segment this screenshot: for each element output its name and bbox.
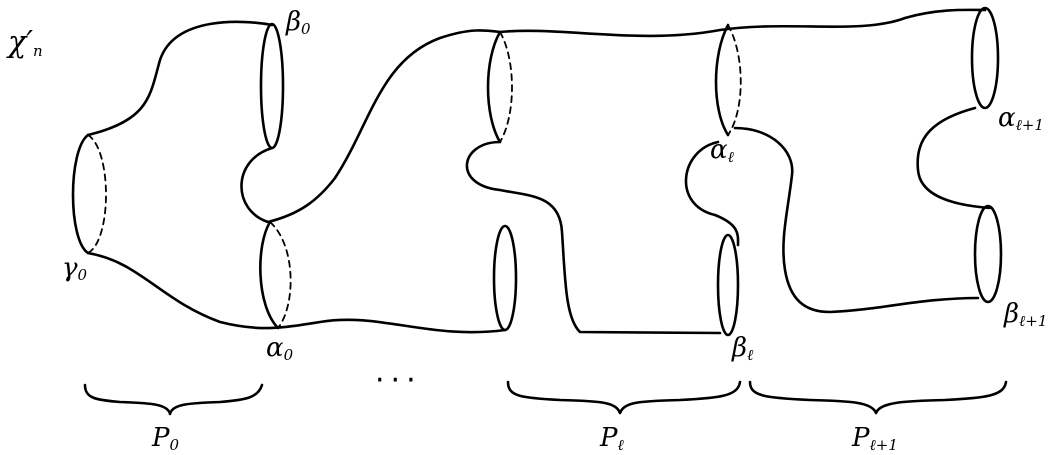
beta0-label: β0	[285, 7, 311, 38]
beta-l1-curve	[975, 206, 1001, 302]
pl-label: Pℓ	[599, 423, 624, 454]
pl-top-curve-front	[488, 32, 500, 142]
alpha0-curve-back	[270, 222, 291, 328]
pl1-right-bay	[918, 108, 990, 208]
pl-lobe-left	[467, 142, 720, 333]
pl-bottom-curve	[494, 226, 516, 330]
p0-waist	[241, 148, 335, 222]
gamma0-curve-front	[73, 135, 88, 253]
alpha0-label: α0	[266, 333, 294, 364]
pl1-brace	[750, 382, 1006, 413]
beta0-curve	[261, 24, 283, 148]
long-upper-boundary	[335, 10, 985, 178]
pl1-label: Pℓ+1	[851, 423, 898, 454]
pl-top-curve-back	[500, 32, 512, 142]
gamma0-curve-back	[88, 135, 106, 253]
boundary-curves	[73, 8, 1001, 335]
beta-l-curve	[718, 235, 738, 335]
pl-brace	[508, 382, 740, 413]
alpha-l1-curve	[972, 8, 998, 108]
gamma0-label: γ0	[62, 253, 88, 284]
surface-label: χ′n	[6, 25, 43, 60]
beta-l1-label: βℓ+1	[1003, 299, 1047, 330]
p0-label: P0	[151, 423, 180, 454]
ellipsis: ···	[375, 363, 422, 398]
alpha-l-curve-front	[716, 25, 728, 135]
beta-l-label: βℓ	[731, 333, 753, 364]
pl1-lobe-right	[735, 128, 978, 312]
alpha-l-curve-back	[728, 25, 741, 135]
surface-outline	[88, 10, 990, 333]
braces	[85, 382, 1006, 414]
bottom-boundary-left	[88, 253, 505, 332]
alpha-l-label: αℓ	[710, 135, 734, 166]
p0-top-boundary	[88, 22, 272, 135]
alpha-l1-label: αℓ+1	[998, 103, 1044, 134]
alpha0-curve-front	[260, 222, 278, 328]
labels: χ′n γ0 β0 α0 αℓ βℓ αℓ+1 βℓ+1 ··· P0 Pℓ P…	[6, 7, 1047, 454]
p0-brace	[85, 385, 262, 414]
